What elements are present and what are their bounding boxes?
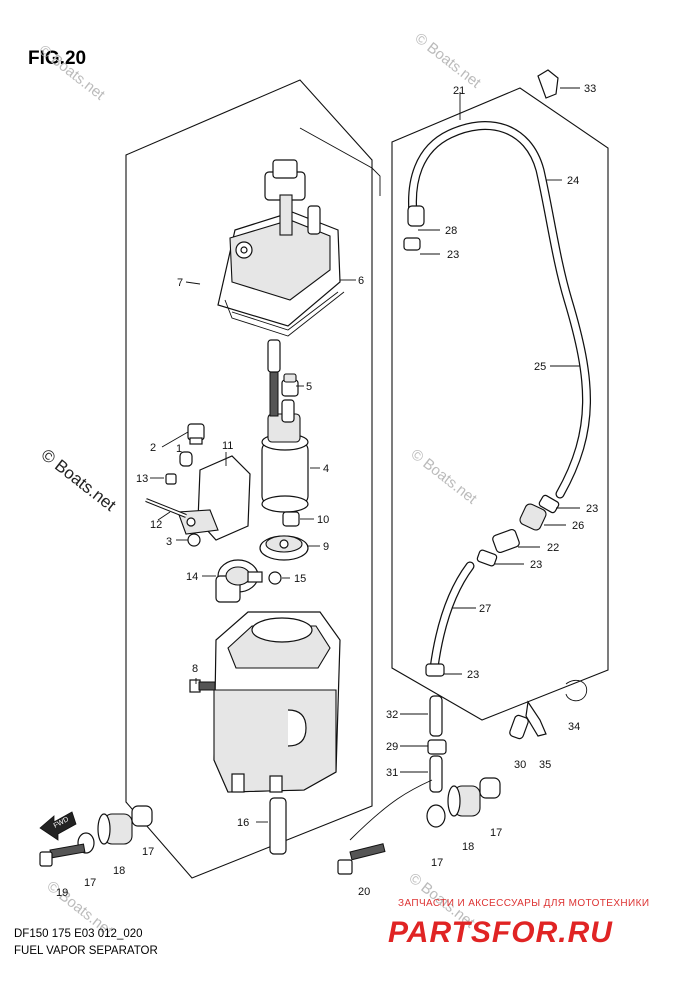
callout-14: 14 (186, 571, 198, 583)
watermark-middle-right: © Boats.net (408, 446, 481, 508)
callout-34: 34 (568, 721, 580, 733)
callout-18-a: 18 (113, 865, 125, 877)
watermark-top-right: © Boats.net (412, 30, 485, 92)
callout-13: 13 (136, 473, 148, 485)
forward-arrow: FWD (39, 811, 77, 841)
callout-23-c: 23 (530, 559, 542, 571)
drain-parts (349, 680, 588, 841)
callout-16: 16 (237, 817, 249, 829)
callout-5: 5 (306, 381, 312, 393)
callout-24: 24 (567, 175, 579, 187)
callout-11: 11 (222, 440, 233, 452)
plug-part-2 (187, 423, 205, 445)
pressure-regulator (215, 559, 263, 603)
pump-grommet (281, 373, 299, 397)
callout-25: 25 (534, 361, 546, 373)
separator-body (213, 611, 341, 793)
callout-17-b: 17 (84, 877, 96, 889)
callout-3: 3 (166, 536, 172, 548)
separator-cover (217, 159, 345, 337)
callout-32: 32 (386, 709, 398, 721)
hose-assembly (403, 69, 592, 677)
brand-logo: PARTSFOR.RU (388, 916, 613, 949)
callout-8: 8 (192, 663, 198, 675)
screw-part-15 (268, 571, 282, 585)
callout-22: 22 (547, 542, 559, 554)
callout-21: 21 (453, 85, 465, 97)
callout-23-a: 23 (447, 249, 459, 261)
callout-27: 27 (479, 603, 491, 615)
callout-7: 7 (177, 277, 183, 289)
model-code: DF150 175 E03 012_020 (14, 928, 143, 940)
screw-part-13 (165, 473, 177, 485)
callout-18-b: 18 (462, 841, 474, 853)
figure-name: FUEL VAPOR SEPARATOR (14, 945, 158, 957)
brand-subtitle: ЗАПЧАСТИ И АКСЕССУАРЫ ДЛЯ МОТОТЕХНИКИ (398, 898, 649, 909)
callout-19: 19 (56, 887, 68, 899)
callout-15: 15 (294, 573, 306, 585)
callout-numbers: 1 2 3 4 5 6 7 8 9 10 11 12 13 14 15 16 1… (56, 83, 598, 899)
callout-30: 30 (514, 759, 526, 771)
right-assembly-frame (391, 87, 609, 721)
callout-23-d: 23 (467, 669, 479, 681)
callout-23-b: 23 (586, 503, 598, 515)
callout-17-a: 17 (142, 846, 154, 858)
tube-part-16 (269, 797, 287, 855)
mount-left (39, 805, 153, 867)
callout-10: 10 (317, 514, 329, 526)
callout-9: 9 (323, 541, 329, 553)
pump-bracket (177, 455, 251, 541)
frame-connector (299, 127, 381, 196)
callout-2: 2 (150, 442, 156, 454)
callout-17-d: 17 (490, 827, 502, 839)
figure-title: FIG.20 (28, 48, 86, 69)
fuel-pump (261, 339, 309, 513)
callout-28: 28 (445, 225, 457, 237)
mount-right (337, 777, 501, 875)
callout-17-c: 17 (431, 857, 443, 869)
callout-1: 1 (176, 443, 182, 455)
callout-35: 35 (539, 759, 551, 771)
callout-26: 26 (572, 520, 584, 532)
callout-29: 29 (386, 741, 398, 753)
grommet-part-10 (282, 511, 300, 527)
left-assembly-frame (125, 79, 373, 879)
callout-6: 6 (358, 275, 364, 287)
leader-lines (150, 87, 580, 823)
callout-4: 4 (323, 463, 329, 475)
bolt-part-8 (189, 679, 216, 693)
collar-part-1 (179, 451, 193, 467)
screw-part-3 (187, 533, 201, 547)
pump-base (259, 535, 309, 561)
callout-12: 12 (150, 519, 162, 531)
callout-20: 20 (358, 886, 370, 898)
callout-31: 31 (386, 767, 398, 779)
callout-33: 33 (584, 83, 596, 95)
watermark-dark: © Boats.net (38, 445, 120, 515)
